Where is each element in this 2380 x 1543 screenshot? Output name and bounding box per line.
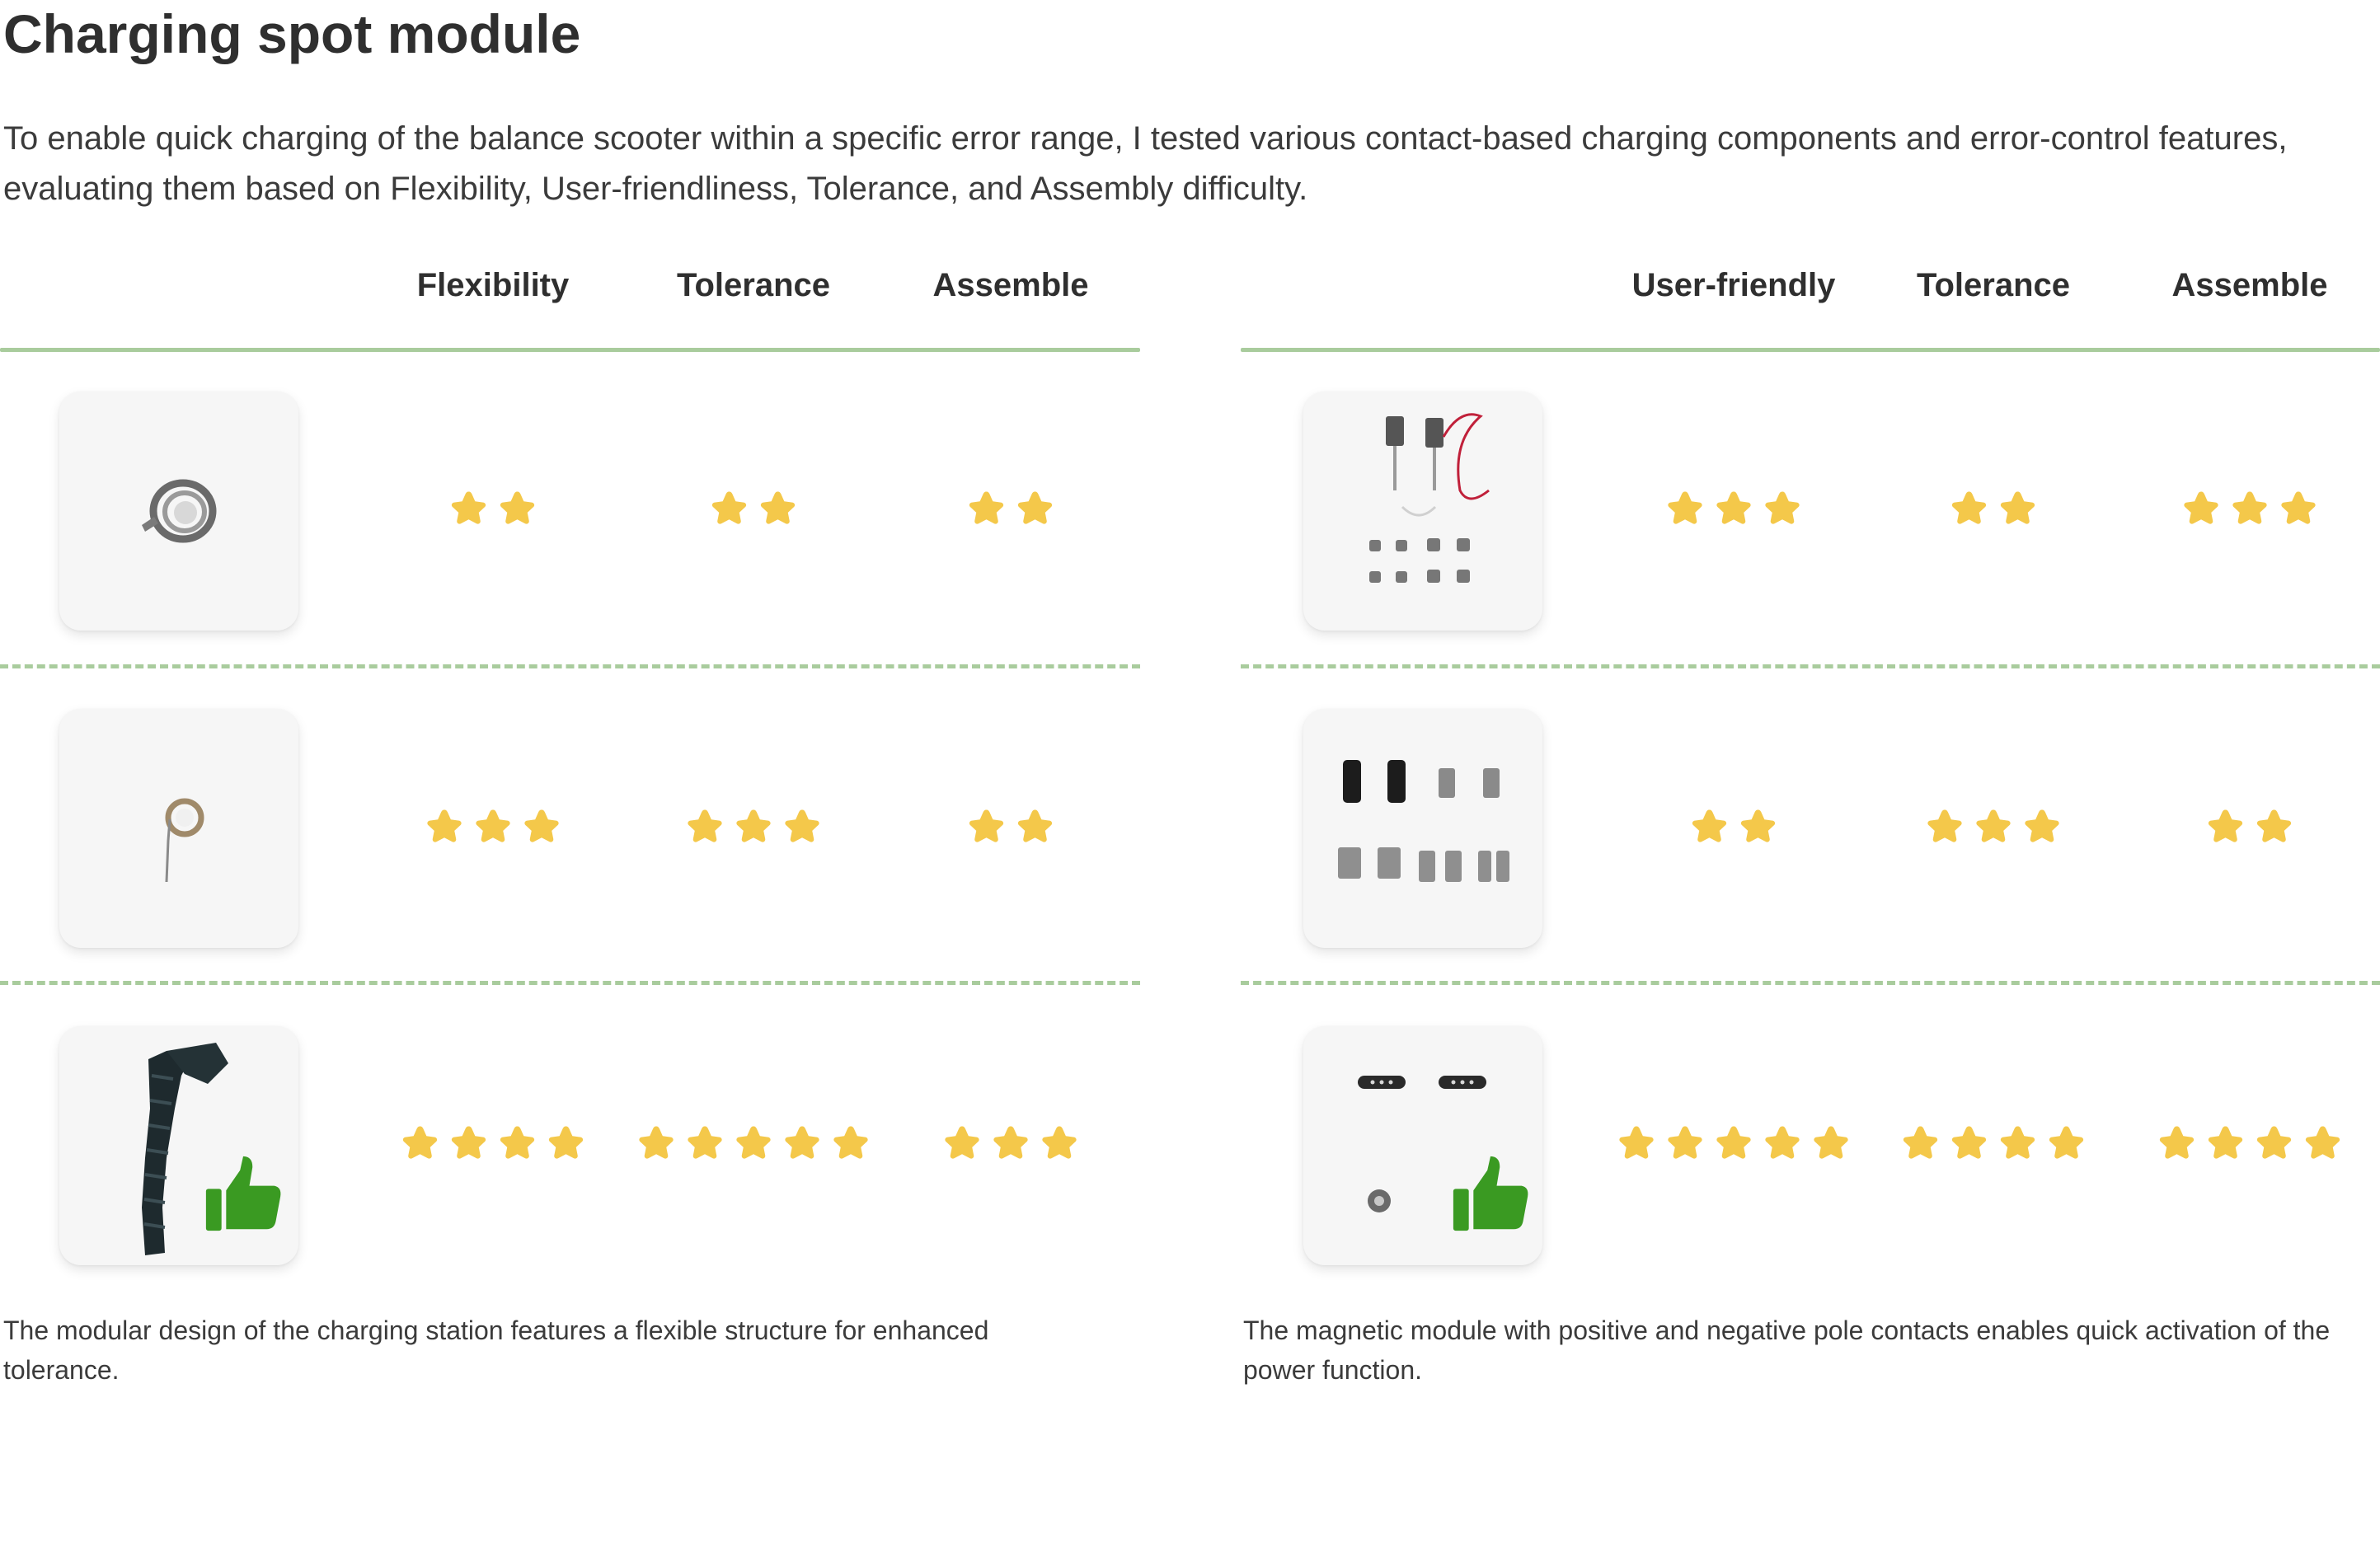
star-icon <box>2205 808 2246 848</box>
star-icon <box>2254 1124 2294 1165</box>
rating-row3-assemble <box>2157 1124 2343 1165</box>
star-icon <box>966 808 1007 848</box>
star-icon <box>709 490 749 530</box>
star-icon <box>522 808 562 848</box>
star-icon <box>497 1124 537 1165</box>
star-icon <box>942 1124 983 1165</box>
rating-row1-flexibility <box>448 490 537 530</box>
star-icon <box>2254 808 2294 848</box>
rating-row1-assemble <box>966 490 1055 530</box>
star-icon <box>1763 490 1803 530</box>
star-icon <box>1997 1124 2038 1165</box>
star-icon <box>425 808 465 848</box>
rating-row3-tolerance <box>636 1124 871 1165</box>
rating-row2-user-friendly <box>1689 808 1778 848</box>
rating-row3-user-friendly <box>1617 1124 1852 1165</box>
star-icon <box>1900 1124 1941 1165</box>
row-divider <box>1241 664 2380 668</box>
star-icon <box>734 808 774 848</box>
header-divider <box>0 348 1140 352</box>
header-user-friendly: User-friendly <box>1631 267 1836 303</box>
star-icon <box>1015 808 1055 848</box>
star-icon <box>734 1124 774 1165</box>
star-icon <box>2230 490 2270 530</box>
metal-clip-contacts-image <box>1303 709 1542 948</box>
star-icon <box>782 1124 823 1165</box>
star-icon <box>2279 490 2319 530</box>
page-title: Charging spot module <box>3 3 581 64</box>
left-comparison-table: Flexibility Tolerance Assemble <box>0 247 1140 1269</box>
header-flexibility: Flexibility <box>416 267 570 303</box>
header-tolerance: Tolerance <box>677 267 830 303</box>
star-icon <box>1997 490 2038 530</box>
star-icon <box>1040 1124 1080 1165</box>
star-icon <box>1925 808 1965 848</box>
coiled-spring-image <box>59 392 298 631</box>
star-icon <box>2157 1124 2197 1165</box>
intro-paragraph: To enable quick charging of the balance … <box>3 120 2288 207</box>
right-comparison-table: User-friendly Tolerance Assemble <box>1241 247 2380 1269</box>
star-icon <box>1665 1124 1706 1165</box>
rating-row3-tolerance <box>1900 1124 2087 1165</box>
star-icon <box>497 490 537 530</box>
row-divider <box>1241 981 2380 985</box>
star-icon <box>1811 1124 1852 1165</box>
rating-row2-assemble <box>966 808 1055 848</box>
star-icon <box>1714 1124 1754 1165</box>
star-icon <box>2181 490 2222 530</box>
star-icon <box>685 808 725 848</box>
right-caption: The magnetic module with positive and ne… <box>1243 1316 2331 1385</box>
star-icon <box>473 808 514 848</box>
header-tolerance: Tolerance <box>1917 267 2070 303</box>
star-icon <box>2022 808 2063 848</box>
thumbs-up-icon <box>204 1152 282 1235</box>
star-icon <box>831 1124 871 1165</box>
star-icon <box>1763 1124 1803 1165</box>
header-assemble: Assemble <box>2171 267 2328 303</box>
star-icon <box>1714 490 1754 530</box>
star-icon <box>1949 490 1989 530</box>
star-icon <box>1689 808 1730 848</box>
rating-row3-flexibility <box>400 1124 586 1165</box>
star-icon <box>685 1124 725 1165</box>
star-icon <box>1949 1124 1989 1165</box>
star-icon <box>2303 1124 2343 1165</box>
star-icon <box>1617 1124 1657 1165</box>
star-icon <box>636 1124 677 1165</box>
wired-pogo-pin-image <box>1303 392 1542 631</box>
star-icon <box>400 1124 440 1165</box>
star-icon <box>758 490 798 530</box>
rating-row2-tolerance <box>1925 808 2063 848</box>
star-icon <box>448 1124 489 1165</box>
row-divider <box>0 981 1140 985</box>
star-icon <box>448 490 489 530</box>
flexible-strap-image <box>59 1026 298 1265</box>
rating-row2-assemble <box>2205 808 2294 848</box>
star-icon <box>991 1124 1031 1165</box>
spiral-spring-image <box>59 709 298 948</box>
rating-row1-user-friendly <box>1665 490 1803 530</box>
star-icon <box>966 490 1007 530</box>
rating-row1-tolerance <box>1949 490 2038 530</box>
star-icon <box>1015 490 1055 530</box>
rating-row1-assemble <box>2181 490 2319 530</box>
row-divider <box>0 664 1140 668</box>
star-icon <box>546 1124 586 1165</box>
rating-row2-tolerance <box>685 808 823 848</box>
star-icon <box>1974 808 2014 848</box>
left-caption: The modular design of the charging stati… <box>3 1316 989 1385</box>
rating-row3-assemble <box>942 1124 1080 1165</box>
thumbs-up-icon <box>1452 1152 1529 1235</box>
star-icon <box>2205 1124 2246 1165</box>
star-icon <box>1665 490 1706 530</box>
star-icon <box>2046 1124 2087 1165</box>
star-icon <box>1738 808 1778 848</box>
rating-row2-flexibility <box>425 808 562 848</box>
header-divider <box>1241 348 2380 352</box>
header-assemble: Assemble <box>932 267 1089 303</box>
rating-row1-tolerance <box>709 490 798 530</box>
star-icon <box>782 808 823 848</box>
